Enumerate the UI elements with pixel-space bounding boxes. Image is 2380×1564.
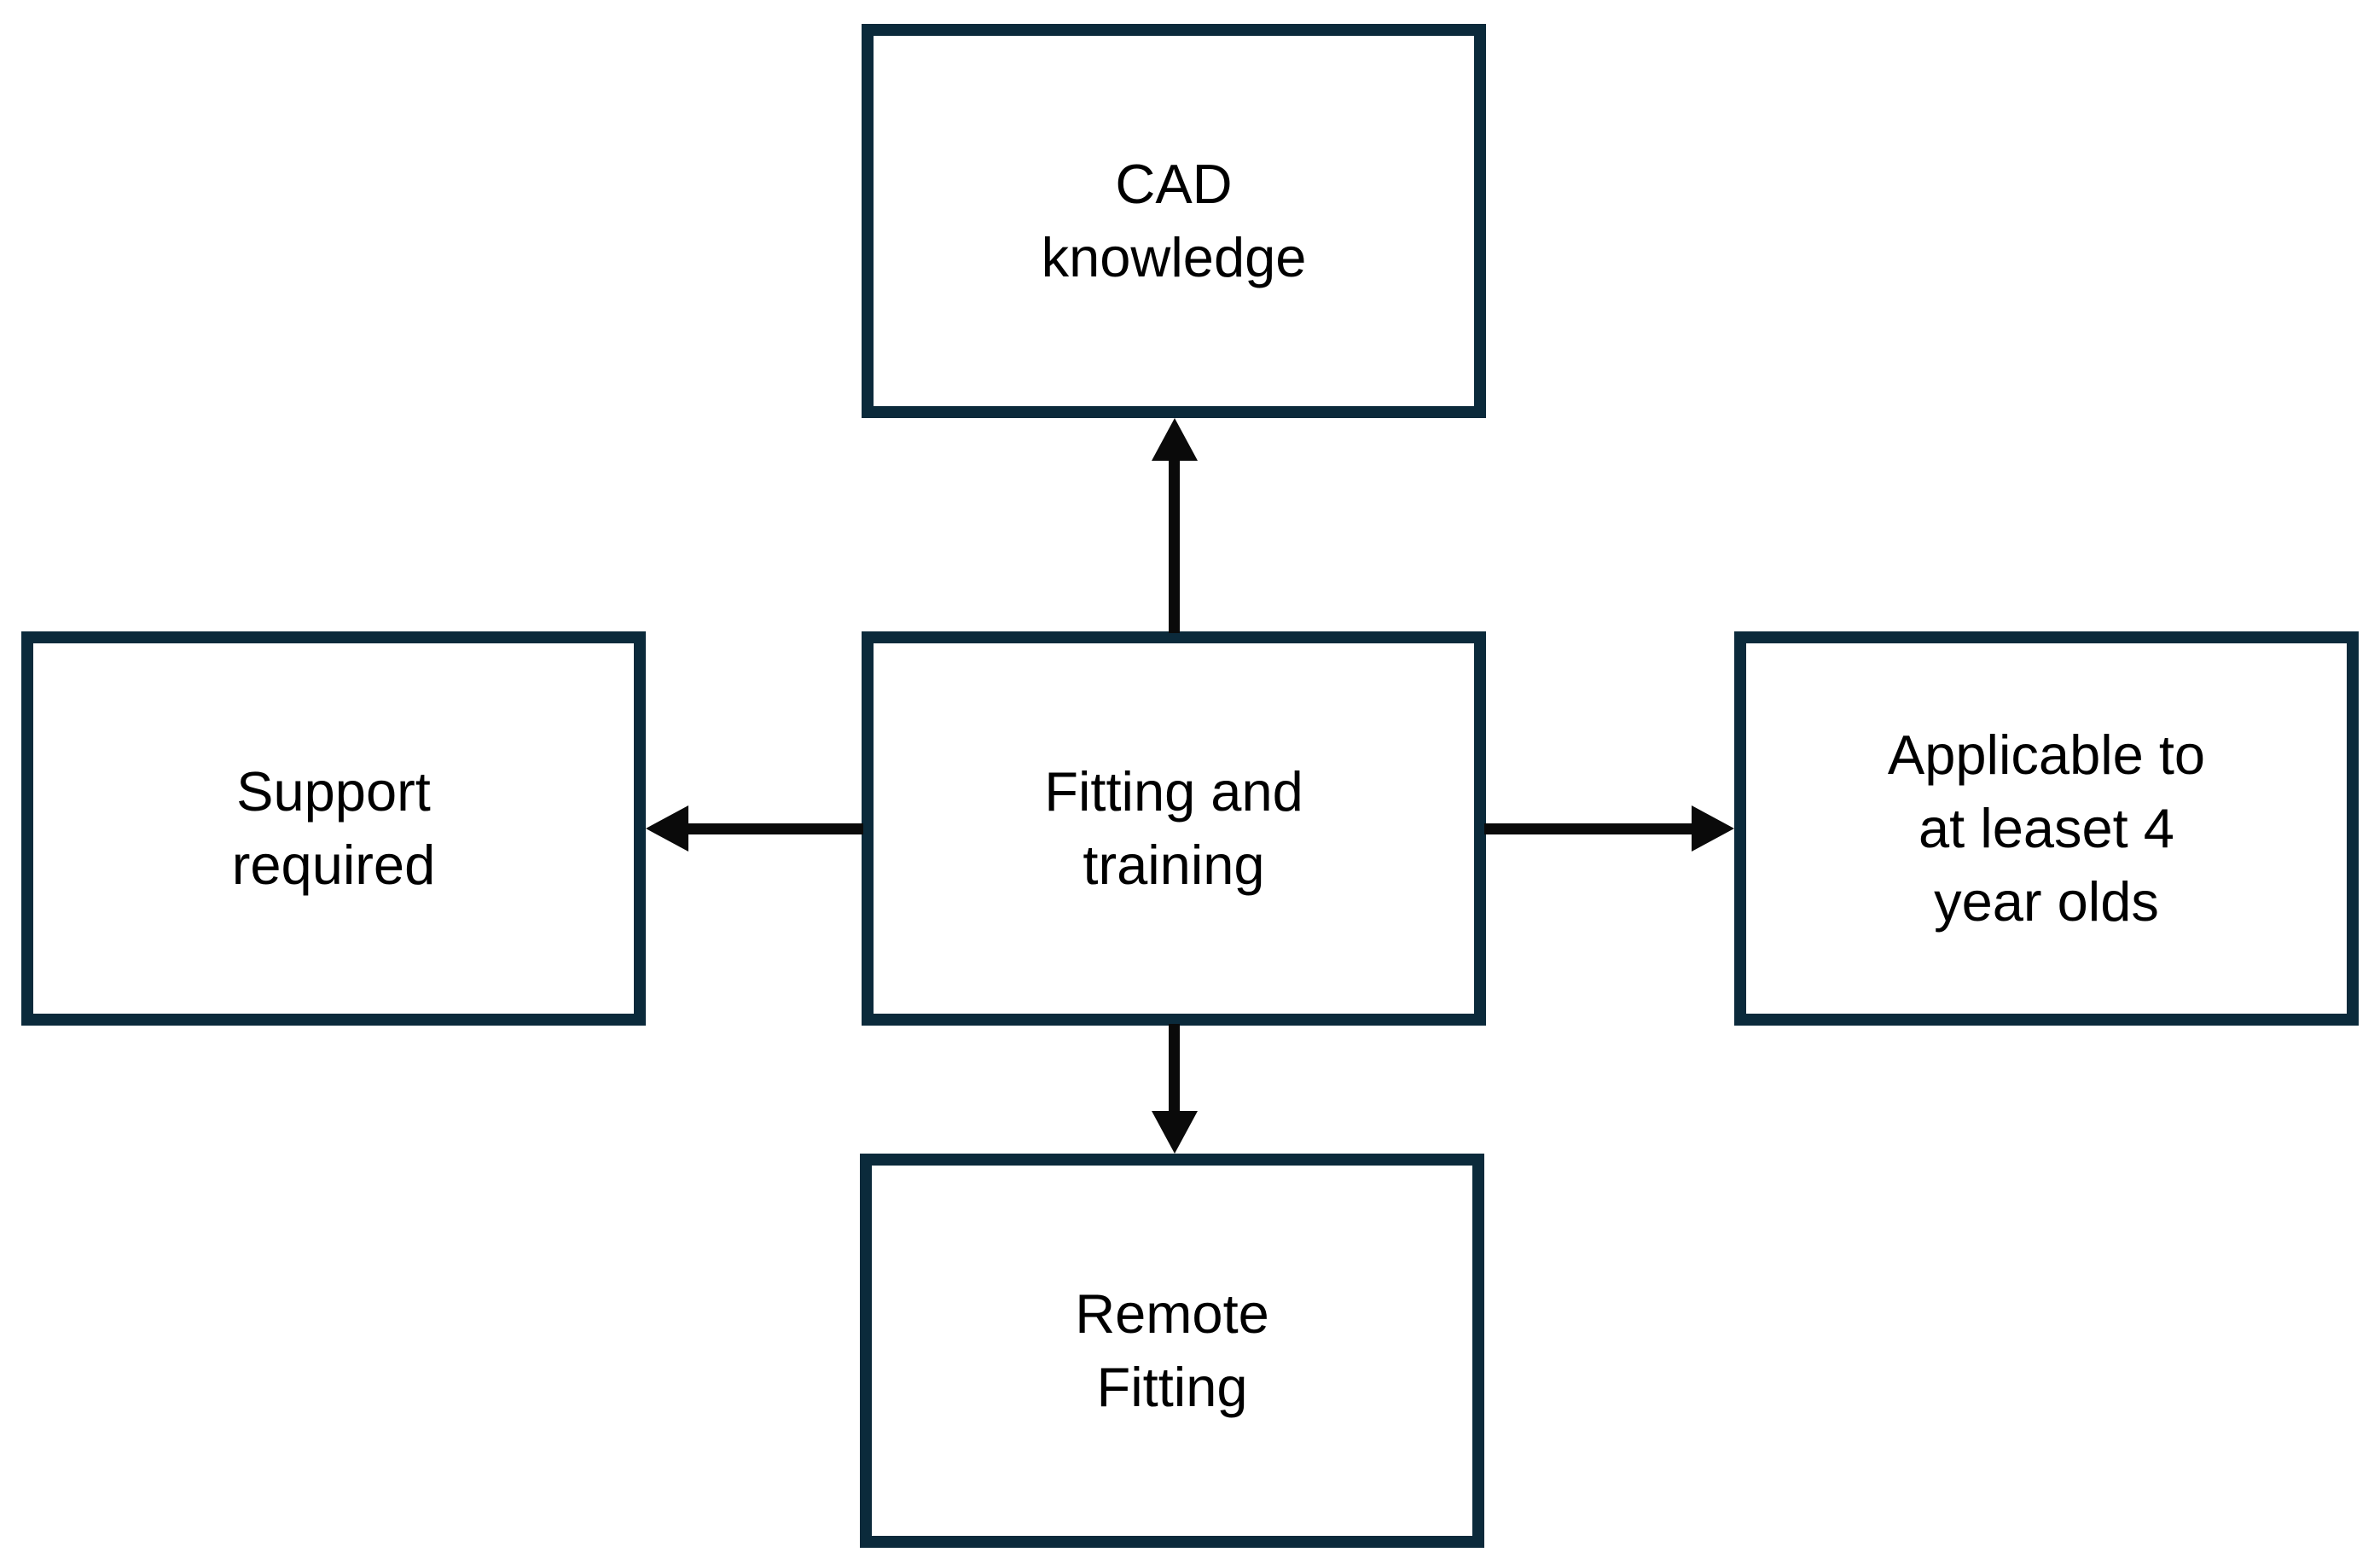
node-fitting-and-training-label: Fitting and training <box>1044 760 1303 896</box>
node-applicable-age-label: Applicable to at leaset 4 year olds <box>1887 724 2206 933</box>
arrow-right-shaft <box>1484 823 1696 834</box>
node-support-required-label: Support required <box>231 760 436 896</box>
node-applicable-age: Applicable to at leaset 4 year olds <box>1734 631 2359 1026</box>
node-fitting-and-training: Fitting and training <box>862 631 1486 1026</box>
node-support-required: Support required <box>21 631 646 1026</box>
arrow-right-icon <box>1692 805 1734 852</box>
node-remote-fitting-label: Remote Fitting <box>1075 1282 1269 1418</box>
node-remote-fitting: Remote Fitting <box>860 1154 1484 1548</box>
arrow-left-shaft <box>682 823 863 834</box>
arrow-down-shaft <box>1169 1024 1180 1116</box>
arrow-up-icon <box>1152 418 1198 461</box>
arrow-down-icon <box>1152 1111 1198 1154</box>
node-cad-knowledge-label: CAD knowledge <box>1041 153 1307 288</box>
arrow-up-shaft <box>1169 454 1180 633</box>
arrow-left-icon <box>646 805 688 852</box>
node-cad-knowledge: CAD knowledge <box>862 24 1486 418</box>
